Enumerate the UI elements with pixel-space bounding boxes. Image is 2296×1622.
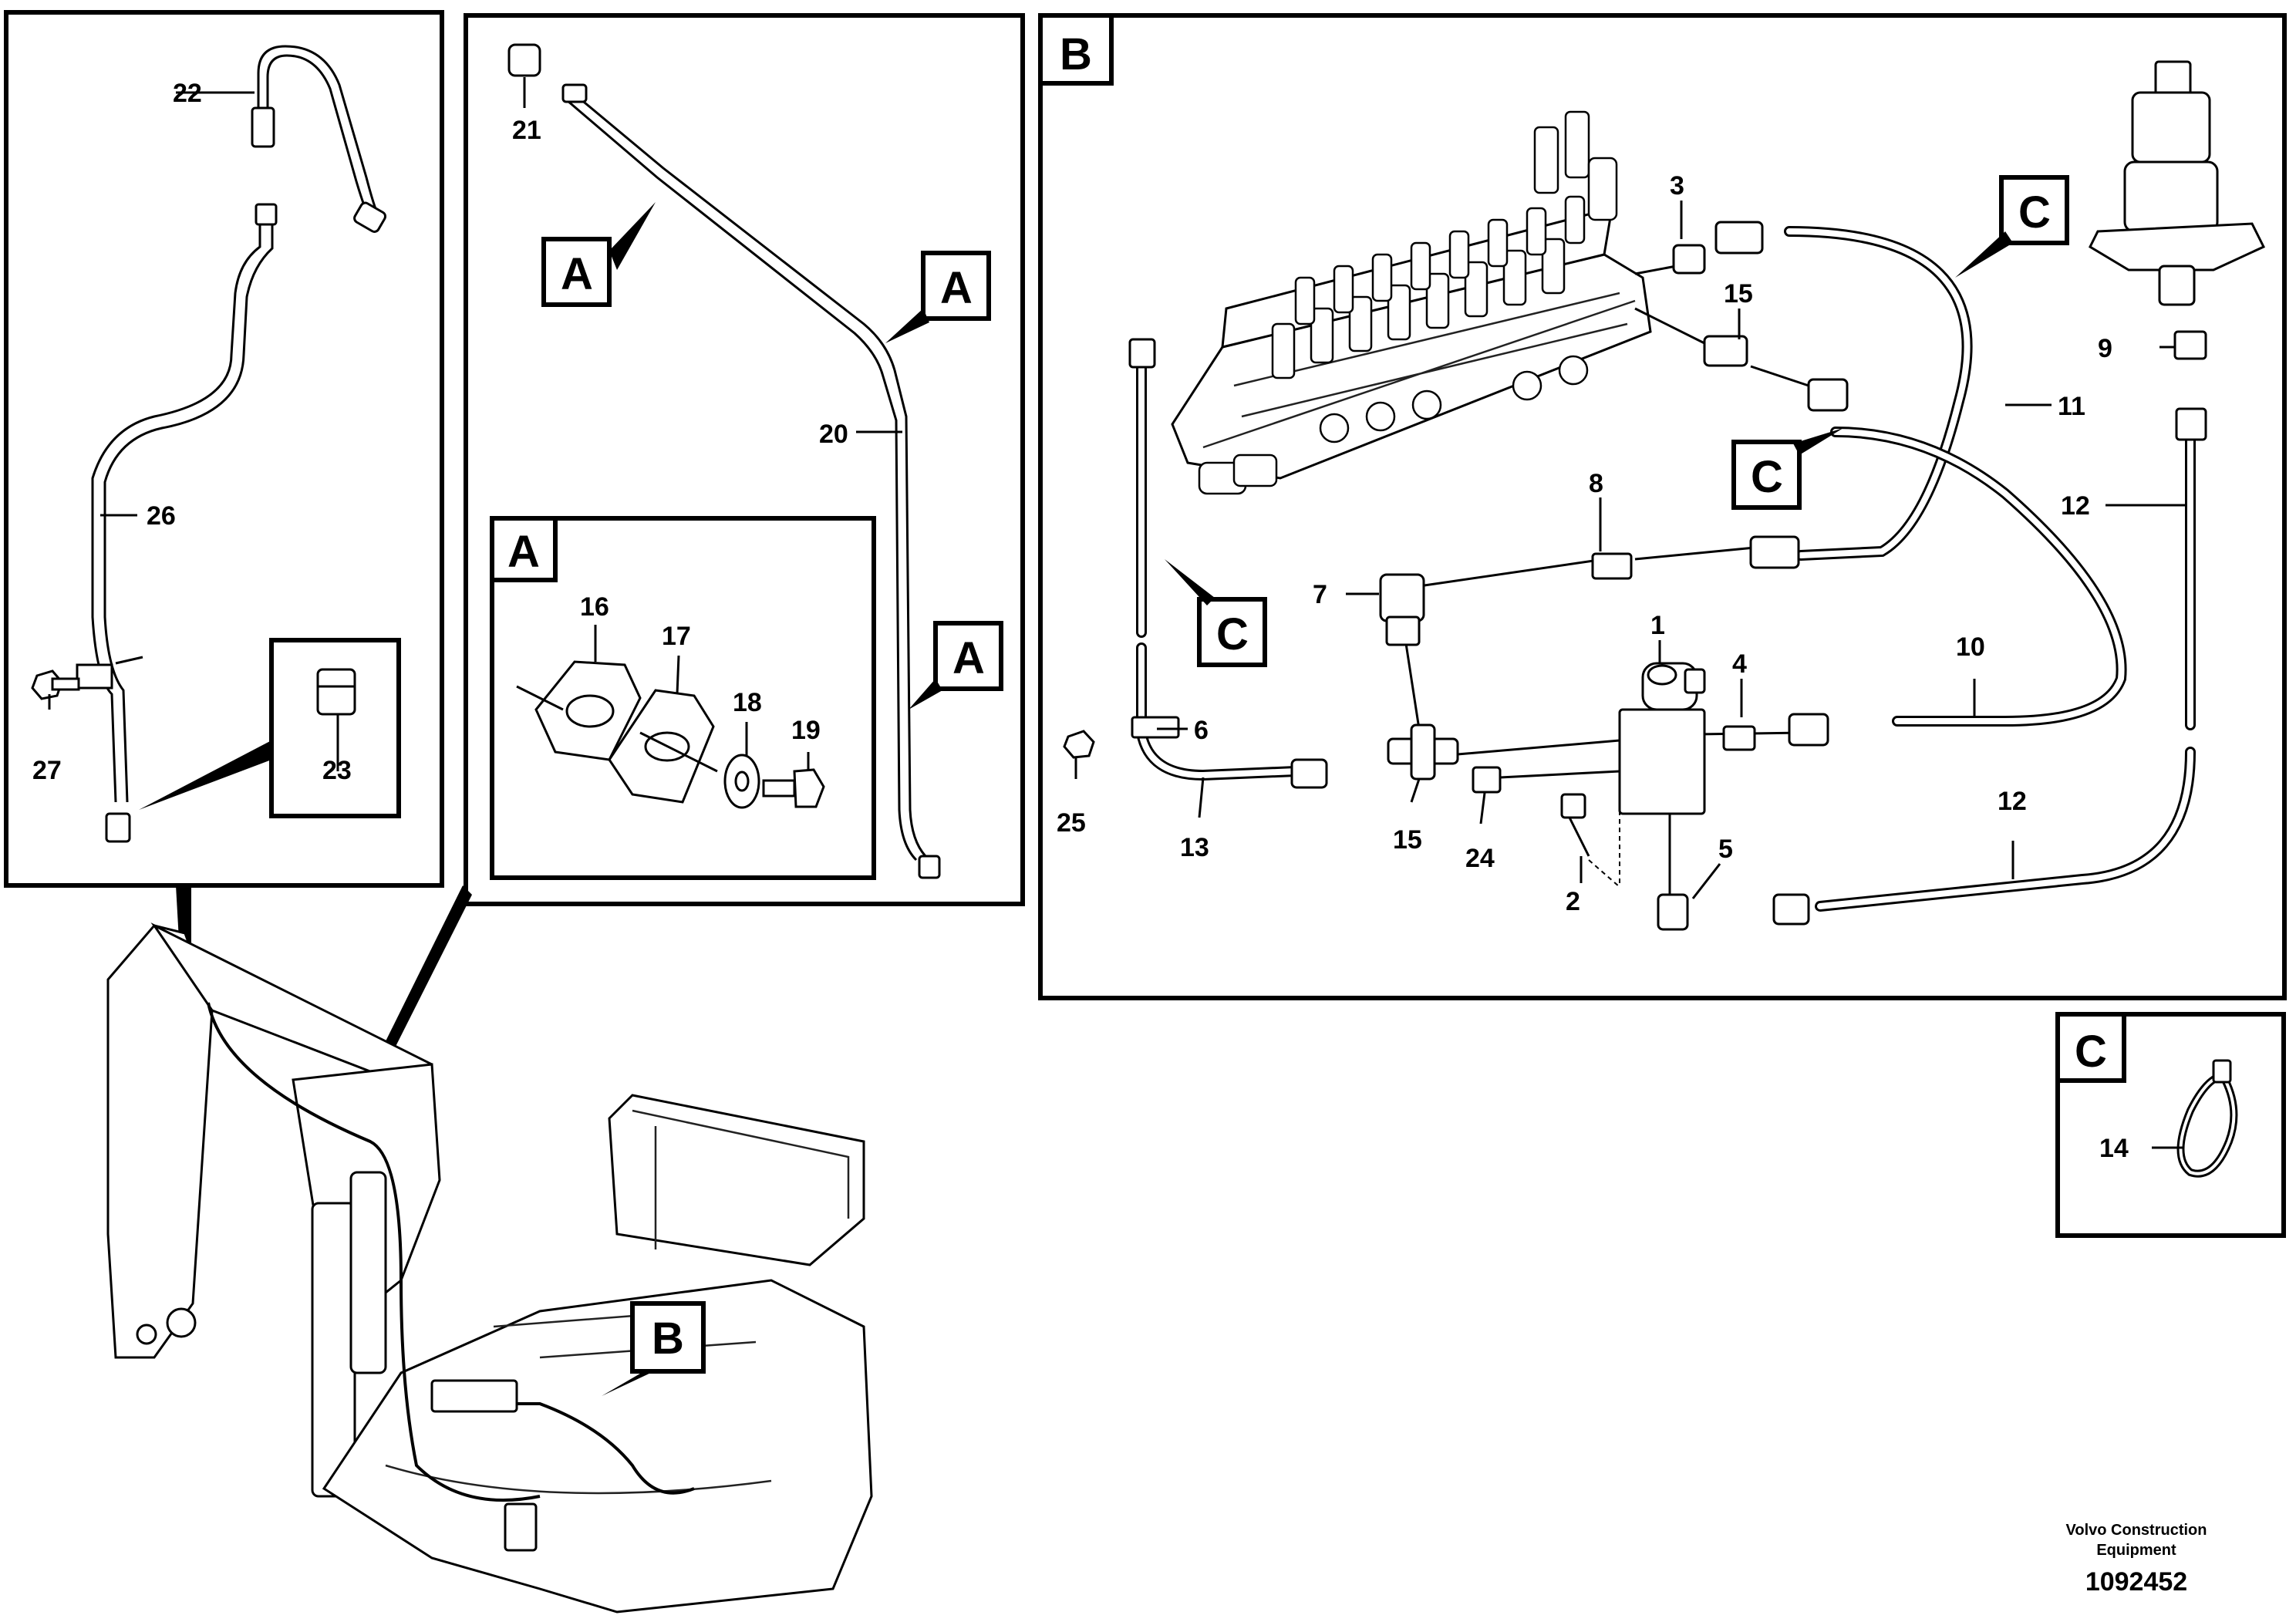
svg-text:C: C: [1751, 452, 1783, 502]
callout-27: 27: [32, 756, 62, 785]
callout-9: 9: [2098, 334, 2112, 363]
callout-20: 20: [819, 420, 848, 449]
inset-23: [269, 638, 401, 818]
view-ref-a-3: [933, 621, 1003, 691]
callout-21: 21: [512, 116, 541, 145]
connector: [105, 812, 131, 843]
callout-18: 18: [733, 688, 762, 717]
cable-tie-14-icon: [2176, 1059, 2238, 1178]
upper-structure-icon: [322, 1279, 873, 1614]
fittings: [1063, 221, 2207, 931]
fitting-22: [251, 106, 275, 148]
view-ref-c-4-group: C: [0, 0, 32, 10]
callout-26: 26: [147, 501, 176, 531]
solenoid-valve-1-icon: [1618, 662, 1706, 895]
cab-frame-icon: [608, 1094, 865, 1266]
view-ref-c-1: [1999, 175, 2069, 245]
nut-23-icon: [316, 668, 356, 716]
cap-21-icon: [507, 43, 541, 77]
view-ref-a-2: [921, 251, 991, 321]
callout-1: 1: [1650, 611, 1665, 640]
clamp: [76, 663, 113, 690]
callout-2: 2: [1566, 887, 1580, 916]
callout-15-top: 15: [1724, 279, 1753, 309]
callout-10: 10: [1956, 632, 1985, 662]
callout-23: 23: [322, 756, 352, 785]
callout-6: 6: [1194, 716, 1209, 745]
callout-11: 11: [2058, 392, 2085, 421]
elbow-7-icon: [1379, 573, 1425, 622]
bolt-19-icon: [793, 768, 825, 808]
footer: Volvo Construction Equipment 1092452: [2066, 1522, 2207, 1597]
detail-view-a-tag: A: [507, 527, 540, 577]
callout-14: 14: [2099, 1134, 2129, 1163]
callout-3: 3: [1670, 171, 1684, 201]
callout-7: 7: [1313, 580, 1327, 609]
svg-text:C: C: [1216, 609, 1249, 659]
svg-text:A: A: [561, 249, 593, 299]
panel-pipe-detail: 22 26 27 23: [4, 10, 444, 888]
svg-text:A: A: [940, 263, 973, 313]
view-ref-a-1: [541, 237, 612, 307]
view-c-tag: C: [2075, 1027, 2107, 1077]
callout-13: 13: [1180, 833, 1209, 862]
machine-overview: B: [106, 885, 873, 1614]
view-ref-a-4-group: A: [0, 0, 32, 10]
callout-25: 25: [1057, 808, 1086, 838]
view-b-tag: B: [1060, 29, 1092, 79]
svg-text:B: B: [652, 1313, 684, 1364]
callout-22: 22: [173, 79, 202, 108]
bolt-2-icon: [1560, 793, 1586, 819]
callout-24: 24: [1465, 844, 1495, 873]
control-valve-icon: [1171, 110, 1652, 495]
footer-company-line2: Equipment: [2096, 1542, 2176, 1559]
callout-16: 16: [580, 592, 609, 622]
svg-text:C: C: [2018, 187, 2051, 238]
pilot-valve-icon: [2089, 60, 2266, 306]
callout-19: 19: [791, 716, 821, 745]
view-ref-b: [630, 1301, 706, 1374]
callout-4: 4: [1732, 649, 1747, 679]
footer-drawing-number: 1092452: [2085, 1567, 2187, 1597]
boom-icon: [106, 924, 214, 1359]
callout-15-bottom: 15: [1393, 825, 1422, 855]
callout-8: 8: [1589, 469, 1603, 498]
callout-17: 17: [662, 622, 691, 651]
panel-view-c: C 14: [2055, 1012, 2286, 1238]
callout-12-upper: 12: [2061, 491, 2090, 521]
callout-5: 5: [1718, 835, 1733, 864]
view-ref-c-3: [1197, 597, 1267, 667]
panel-pipe-20: A A A 21 20 A 16 17 18: [464, 13, 1025, 906]
panel-view-b: B: [1038, 13, 2287, 1000]
svg-text:A: A: [952, 633, 985, 683]
view-ref-c-2: [1731, 440, 1802, 510]
footer-company-line1: Volvo Construction: [2066, 1522, 2207, 1539]
callout-12-lower: 12: [1998, 787, 2027, 816]
